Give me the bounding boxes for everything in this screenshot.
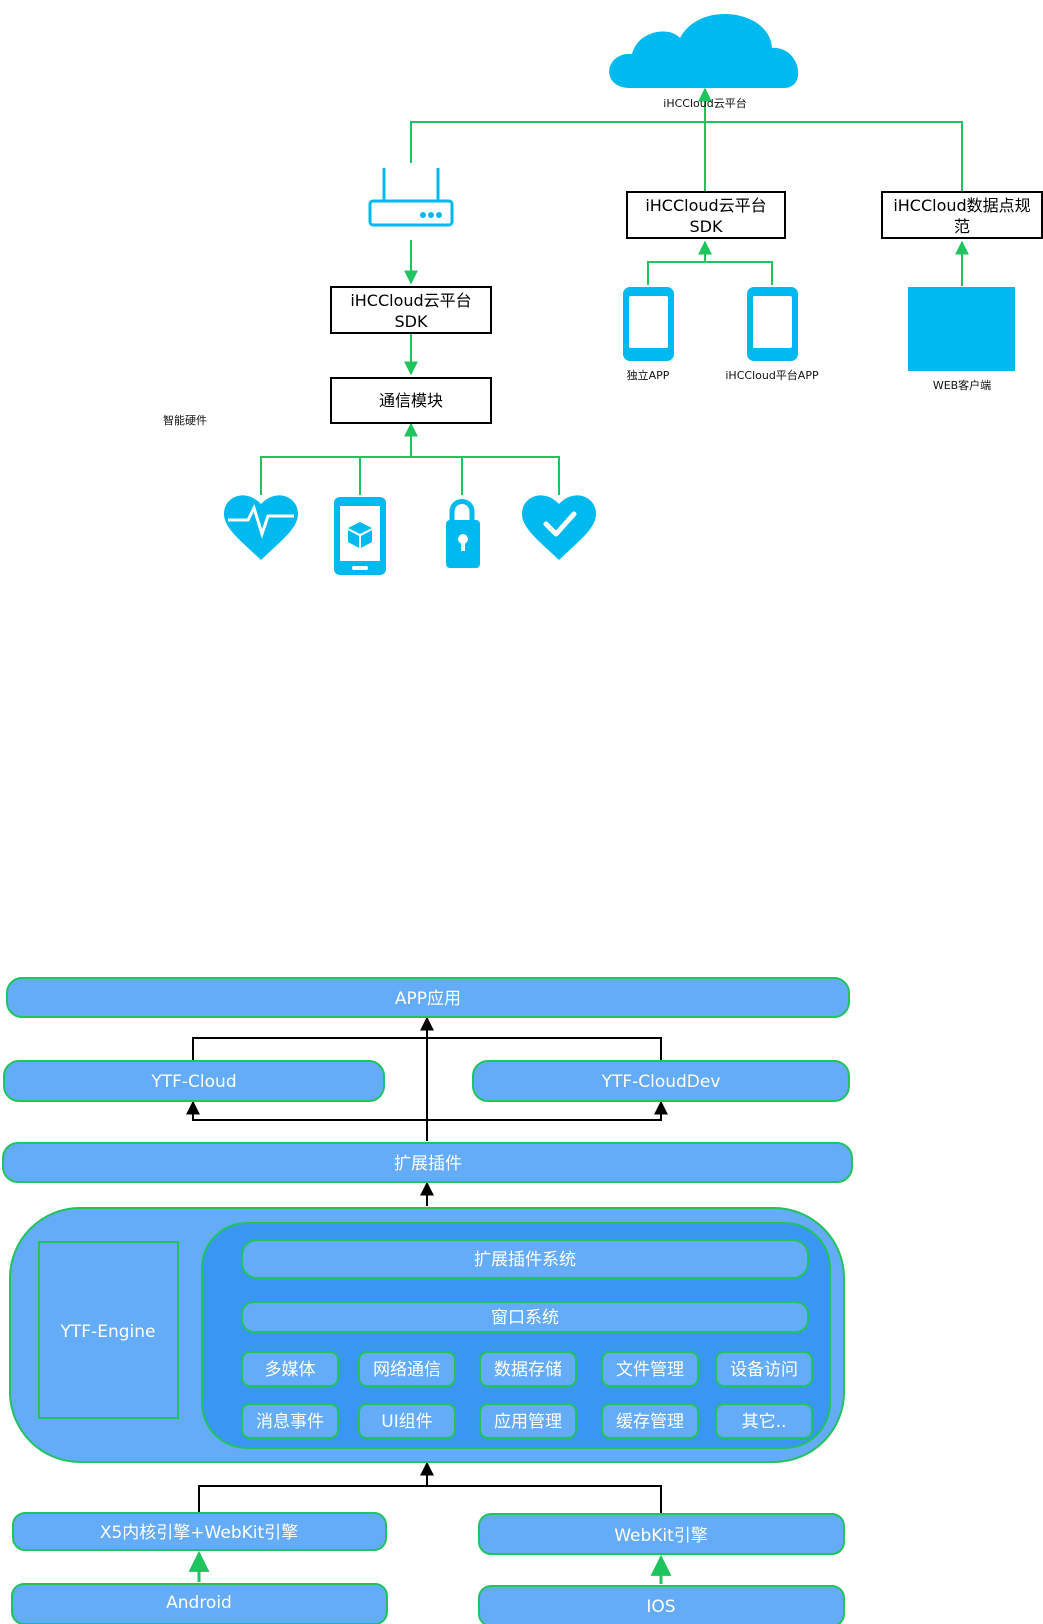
- plugins-layer: 扩展插件: [2, 1142, 853, 1183]
- smart-hardware-label: 智能硬件: [163, 413, 207, 427]
- ios-box: IOS: [478, 1585, 845, 1624]
- module-multimedia: 多媒体: [241, 1351, 339, 1387]
- module-cache-management: 缓存管理: [601, 1403, 699, 1439]
- top-connectors: [260, 87, 969, 495]
- webkit-engine-box: WebKit引擎: [478, 1513, 845, 1555]
- svg-text:IOS: IOS: [646, 1597, 675, 1617]
- svg-text:WebKit引擎: WebKit引擎: [614, 1526, 708, 1546]
- svg-text:APP应用: APP应用: [395, 989, 461, 1009]
- svg-text:iHCCloud云平台: iHCCloud云平台: [645, 196, 766, 215]
- phone-icon: [623, 287, 674, 361]
- svg-text:范: 范: [954, 217, 970, 236]
- module-file-management: 文件管理: [601, 1351, 699, 1387]
- svg-text:文件管理: 文件管理: [616, 1360, 684, 1380]
- x5-webkit-engine-box: X5内核引擎+WebKit引擎: [12, 1512, 387, 1551]
- svg-text:扩展插件: 扩展插件: [394, 1154, 462, 1174]
- standalone-app-label: 独立APP: [627, 368, 670, 382]
- svg-text:扩展插件系统: 扩展插件系统: [474, 1250, 576, 1270]
- module-app-management: 应用管理: [479, 1403, 577, 1439]
- svg-text:SDK: SDK: [690, 217, 723, 236]
- svg-text:其它..: 其它..: [742, 1412, 787, 1432]
- router-icon: [368, 168, 454, 227]
- comm-module-box: 通信模块: [330, 377, 492, 424]
- window-system-bar: 窗口系统: [241, 1301, 809, 1333]
- cloud-label: iHCCloud云平台: [663, 96, 746, 110]
- svg-text:缓存管理: 缓存管理: [616, 1412, 684, 1432]
- svg-text:多媒体: 多媒体: [265, 1360, 316, 1380]
- arch-connectors: [186, 1016, 668, 1513]
- plugin-system-bar: 扩展插件系统: [241, 1239, 809, 1279]
- svg-text:iHCCloud云平台: iHCCloud云平台: [350, 291, 471, 310]
- svg-text:应用管理: 应用管理: [494, 1412, 562, 1432]
- platform-connectors: [188, 1550, 672, 1584]
- svg-text:YTF-Cloud: YTF-Cloud: [150, 1072, 236, 1092]
- svg-text:Android: Android: [166, 1593, 232, 1613]
- svg-text:网络通信: 网络通信: [373, 1360, 441, 1380]
- mobile-package-icon: [334, 497, 386, 575]
- sdk-mobile-box: iHCCloud云平台 SDK: [626, 191, 786, 239]
- svg-text:YTF-CloudDev: YTF-CloudDev: [601, 1072, 721, 1092]
- heart-check-icon: [522, 495, 596, 560]
- web-client-label: WEB客户端: [933, 378, 991, 392]
- svg-text:SDK: SDK: [395, 312, 428, 331]
- svg-text:通信模块: 通信模块: [379, 391, 443, 410]
- ytf-cloud-box: YTF-Cloud: [3, 1060, 385, 1102]
- module-others: 其它..: [715, 1403, 813, 1439]
- android-box: Android: [11, 1583, 388, 1624]
- spec-box: iHCCloud数据点规 范: [881, 191, 1043, 239]
- cloud-icon: [609, 14, 799, 88]
- phone-icon: [747, 287, 798, 361]
- web-client-box: [908, 287, 1015, 371]
- module-device-access: 设备访问: [715, 1351, 813, 1387]
- ytf-clouddev-box: YTF-CloudDev: [472, 1060, 850, 1102]
- app-layer: APP应用: [6, 977, 850, 1018]
- heart-rate-icon: [224, 495, 298, 560]
- platform-app-label: iHCCloud平台APP: [725, 368, 819, 382]
- module-network: 网络通信: [358, 1351, 456, 1387]
- svg-text:消息事件: 消息事件: [256, 1412, 324, 1432]
- svg-text:窗口系统: 窗口系统: [491, 1308, 559, 1328]
- svg-text:设备访问: 设备访问: [730, 1360, 798, 1380]
- module-ui-components: UI组件: [358, 1403, 456, 1439]
- sdk-hardware-box: iHCCloud云平台 SDK: [330, 286, 492, 334]
- svg-text:UI组件: UI组件: [381, 1412, 432, 1432]
- svg-text:X5内核引擎+WebKit引擎: X5内核引擎+WebKit引擎: [100, 1523, 298, 1543]
- module-message-events: 消息事件: [241, 1403, 339, 1439]
- svg-text:YTF-Engine: YTF-Engine: [60, 1322, 156, 1342]
- module-storage: 数据存储: [479, 1351, 577, 1387]
- ytf-engine-box: YTF-Engine: [38, 1241, 179, 1419]
- engine-inner-container: [201, 1222, 831, 1449]
- svg-text:数据存储: 数据存储: [494, 1360, 562, 1380]
- padlock-icon: [446, 499, 480, 568]
- svg-text:iHCCloud数据点规: iHCCloud数据点规: [893, 196, 1030, 215]
